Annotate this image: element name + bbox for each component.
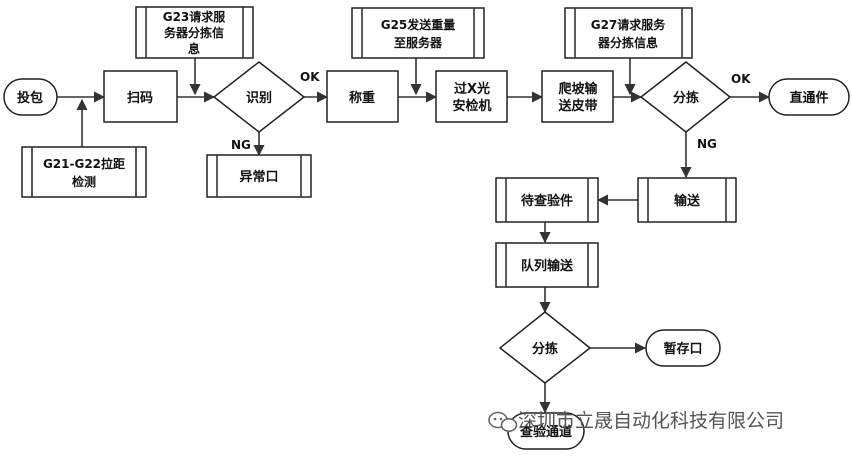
node-yichangkou-label: 异常口 xyxy=(239,169,278,185)
watermark-text: 深圳市立晟自动化科技有限公司 xyxy=(518,410,784,432)
node-chengzhong-label: 称重 xyxy=(349,90,375,106)
node-saoma: 扫码 xyxy=(103,70,178,123)
edge-label-ng-2: NG xyxy=(697,137,717,151)
node-toubao-label: 投包 xyxy=(17,90,43,106)
callout-g27-line2: 器分拣信息 xyxy=(597,35,658,50)
node-zancunkou-label: 暂存口 xyxy=(663,341,702,357)
node-fenjian-1-label: 分拣 xyxy=(673,90,699,106)
node-fenjian-2: 分拣 xyxy=(498,311,592,384)
node-fenjian-1: 分拣 xyxy=(639,61,732,133)
node-chengzhong: 称重 xyxy=(326,70,399,123)
node-xray-line1: 过X光 xyxy=(454,81,490,97)
callout-g23: G23请求服 务器分拣信 息 xyxy=(135,6,254,59)
node-duilie: 队列输送 xyxy=(495,242,599,288)
edge-label-ok-1: OK xyxy=(300,70,320,84)
node-daichayanjian: 待查验件 xyxy=(495,177,599,223)
node-xray-line2: 安检机 xyxy=(452,98,491,114)
node-chayantongdao: 查验通道 xyxy=(507,412,585,450)
node-paopo-line1: 爬坡输 xyxy=(557,81,598,97)
callout-g23-line3: 息 xyxy=(188,41,200,56)
node-fenjian-2-label: 分拣 xyxy=(532,341,558,357)
node-xray: 过X光 安检机 xyxy=(435,70,508,123)
node-shusong: 输送 xyxy=(637,177,737,223)
watermark: 深圳市立晟自动化科技有限公司 xyxy=(488,410,784,432)
node-shibie: 识别 xyxy=(212,61,306,133)
node-shibie-label: 识别 xyxy=(246,91,272,106)
callout-g27-line1: G27请求服务 xyxy=(591,17,667,32)
node-yichangkou: 异常口 xyxy=(206,154,312,198)
node-paopo-line2: 送皮带 xyxy=(557,98,597,114)
callout-g27: G27请求服务 器分拣信息 xyxy=(564,7,693,59)
node-paopo: 爬坡输 送皮带 xyxy=(541,70,614,123)
callout-g25: G25发送重量 至服务器 xyxy=(351,7,485,59)
node-duilie-label: 队列输送 xyxy=(521,258,574,274)
callout-g23-line2: 务器分拣信 xyxy=(164,25,224,40)
node-shusong-label: 输送 xyxy=(674,193,701,209)
callout-g25-line1: G25发送重量 xyxy=(381,17,456,32)
connectors xyxy=(57,58,771,414)
callout-g25-line2: 至服务器 xyxy=(394,35,443,50)
callout-g21-line2: 检测 xyxy=(72,174,96,189)
node-zhitongjian: 直通件 xyxy=(768,78,850,116)
node-chayantongdao-label: 查验通道 xyxy=(519,424,572,440)
edge-label-ok-2: OK xyxy=(731,72,751,86)
callout-g21-line1: G21-G22拉距 xyxy=(43,156,125,171)
callout-g23-line1: G23请求服 xyxy=(163,9,227,24)
node-zancunkou: 暂存口 xyxy=(645,329,721,367)
callout-g21-g22: G21-G22拉距 检测 xyxy=(21,146,147,198)
node-zhitongjian-label: 直通件 xyxy=(789,90,828,106)
edge-label-ng-1: NG xyxy=(231,138,251,152)
node-toubao: 投包 xyxy=(3,78,58,116)
node-daichayanjian-label: 待查验件 xyxy=(520,193,573,209)
wechat-logo-icon xyxy=(488,411,518,432)
node-saoma-label: 扫码 xyxy=(127,90,153,106)
